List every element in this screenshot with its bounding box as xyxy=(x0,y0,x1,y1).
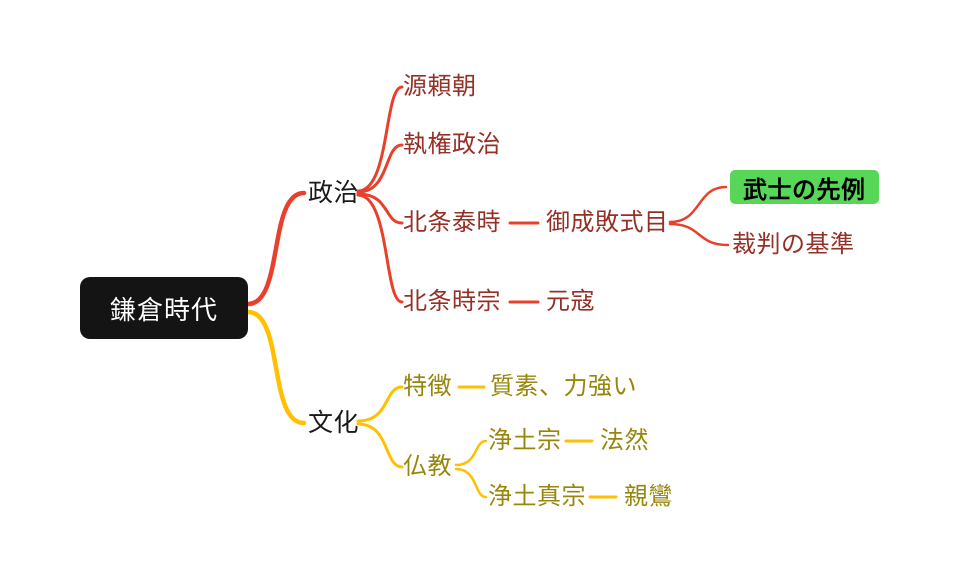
node-genko: 元寇 xyxy=(546,288,595,315)
node-honen: 法然 xyxy=(600,427,649,454)
node-root-kamakura: 鎌倉時代 xyxy=(80,277,248,339)
node-shisso-chikarazuyoi: 質素、力強い xyxy=(490,373,637,400)
node-politics: 政治 xyxy=(308,179,360,207)
node-minamoto-yoritomo: 源頼朝 xyxy=(403,73,477,100)
connector-goseibai-trial xyxy=(668,222,730,247)
connector-bukkyo-jodoshu xyxy=(454,439,488,467)
node-trial-standard: 裁判の基準 xyxy=(732,231,855,258)
connector-culture-bukkyo xyxy=(356,422,404,469)
node-jodoshinshu: 浄土真宗 xyxy=(488,483,586,510)
connector-politics-yoritomo xyxy=(356,85,404,193)
connector-culture-tokucho xyxy=(356,385,404,423)
connector-bukkyo-jodoshinshu xyxy=(454,467,488,499)
node-shikken-seiji: 執権政治 xyxy=(403,131,501,158)
node-bushi-precedent-highlight: 武士の先例 xyxy=(730,170,879,204)
node-shinran: 親鸞 xyxy=(624,483,673,510)
connector-politics-tokimune xyxy=(356,193,404,304)
node-hojo-tokimune: 北条時宗 xyxy=(403,288,501,315)
node-goseibai-shikimoku: 御成敗式目 xyxy=(546,209,669,236)
node-jodoshu: 浄土宗 xyxy=(488,427,562,454)
connector-politics-shikken xyxy=(356,143,404,194)
node-tokucho: 特徴 xyxy=(403,373,452,400)
connector-goseibai-bushi xyxy=(668,185,728,224)
connector-politics-yasutoki xyxy=(356,192,404,225)
connector-root-culture xyxy=(245,309,307,426)
node-bukkyo: 仏教 xyxy=(403,453,452,480)
connector-root-politics xyxy=(245,190,307,307)
node-hojo-yasutoki: 北条泰時 xyxy=(403,209,501,236)
node-culture: 文化 xyxy=(308,409,360,437)
